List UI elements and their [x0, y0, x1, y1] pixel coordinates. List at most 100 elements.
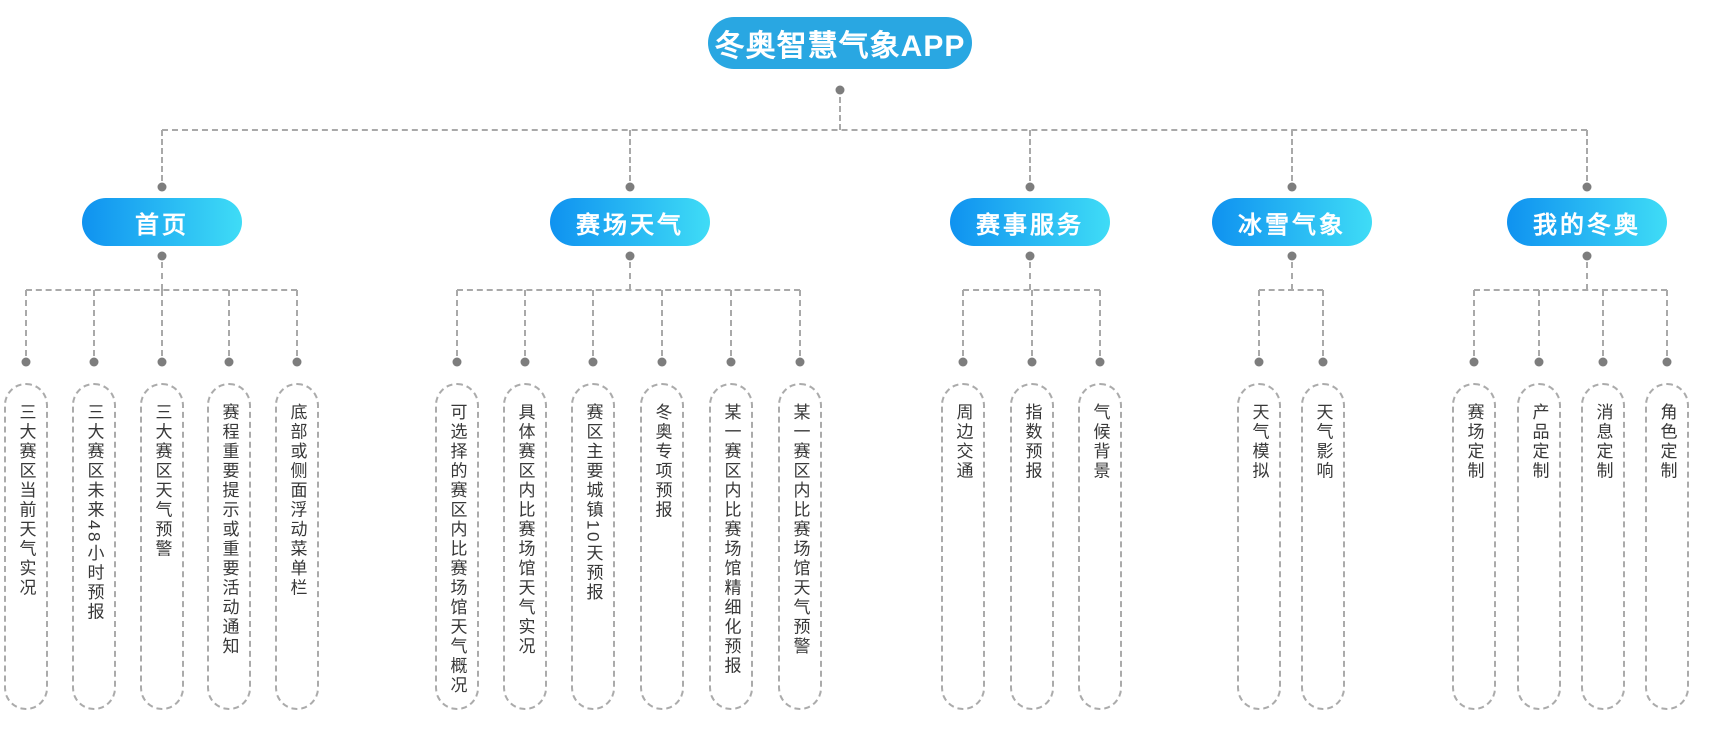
connector-dot [1534, 357, 1544, 367]
connector-dot [1469, 357, 1479, 367]
connector-vline [661, 290, 663, 356]
connector-hline [162, 129, 1587, 131]
leaf-node[interactable]: 具体赛区内比赛场馆天气实况 [503, 383, 547, 710]
leaf-label: 赛程重要提示或重要活动通知 [219, 403, 239, 657]
connector-dot [1662, 357, 1672, 367]
connector-vline [1099, 290, 1101, 356]
connector-vline [1586, 262, 1588, 290]
connector-vline [730, 290, 732, 356]
connector-vline [456, 290, 458, 356]
leaf-label: 三大赛区未来48小时预报 [84, 403, 104, 622]
connector-dot [157, 251, 167, 261]
leaf-node[interactable]: 底部或侧面浮动菜单栏 [275, 383, 319, 710]
leaf-label: 可选择的赛区内比赛场馆天气概况 [447, 403, 467, 696]
leaf-label: 冬奥专项预报 [652, 403, 672, 520]
branch-pill-snow-ice-weather[interactable]: 冰雪气象 [1212, 198, 1372, 246]
connector-vline [629, 130, 631, 181]
leaf-node[interactable]: 某一赛区内比赛场馆精细化预报 [709, 383, 753, 710]
connector-hline [1259, 289, 1323, 291]
leaf-label: 天气模拟 [1249, 403, 1269, 481]
leaf-label: 周边交通 [953, 403, 973, 481]
leaf-label: 某一赛区内比赛场馆天气预警 [790, 403, 810, 657]
connector-vline [1538, 290, 1540, 356]
leaf-label: 角色定制 [1657, 403, 1677, 481]
connector-vline [524, 290, 526, 356]
branch-pill-my-winter-olympics[interactable]: 我的冬奥 [1507, 198, 1667, 246]
leaf-node[interactable]: 天气影响 [1301, 383, 1345, 710]
connector-dot [21, 357, 31, 367]
leaf-node[interactable]: 赛区主要城镇10天预报 [571, 383, 615, 710]
leaf-label: 底部或侧面浮动菜单栏 [287, 403, 307, 598]
connector-dot [1582, 182, 1592, 192]
connector-dot [958, 357, 968, 367]
leaf-node[interactable]: 周边交通 [941, 383, 985, 710]
leaf-label: 产品定制 [1529, 403, 1549, 481]
connector-dot [1027, 357, 1037, 367]
leaf-label: 某一赛区内比赛场馆精细化预报 [721, 403, 741, 676]
connector-dot [1318, 357, 1328, 367]
connector-dot [292, 357, 302, 367]
branch-pill-venue-weather[interactable]: 赛场天气 [550, 198, 710, 246]
connector-vline [799, 290, 801, 356]
connector-dot [1025, 251, 1035, 261]
connector-vline [1029, 262, 1031, 290]
connector-dot [89, 357, 99, 367]
root-node[interactable]: 冬奥智慧气象APP [708, 17, 972, 69]
connector-vline [1666, 290, 1668, 356]
leaf-node[interactable]: 三大赛区未来48小时预报 [72, 383, 116, 710]
connector-vline [629, 262, 631, 290]
connector-dot [1598, 357, 1608, 367]
connector-vline [1586, 130, 1588, 181]
leaf-label: 消息定制 [1593, 403, 1613, 481]
connector-dot [1287, 182, 1297, 192]
leaf-node[interactable]: 冬奥专项预报 [640, 383, 684, 710]
connector-dot [625, 251, 635, 261]
leaf-node[interactable]: 指数预报 [1010, 383, 1054, 710]
connector-vline [1291, 130, 1293, 181]
leaf-node[interactable]: 角色定制 [1645, 383, 1689, 710]
connector-vline [228, 290, 230, 356]
leaf-node[interactable]: 天气模拟 [1237, 383, 1281, 710]
connector-dot [795, 357, 805, 367]
connector-vline [93, 290, 95, 356]
leaf-node[interactable]: 可选择的赛区内比赛场馆天气概况 [435, 383, 479, 710]
leaf-label: 赛区主要城镇10天预报 [583, 403, 603, 603]
connector-dot [625, 182, 635, 192]
connector-dot [224, 357, 234, 367]
branch-pill-home[interactable]: 首页 [82, 198, 242, 246]
leaf-node[interactable]: 三大赛区天气预警 [140, 383, 184, 710]
connector-vline [1602, 290, 1604, 356]
leaf-node[interactable]: 三大赛区当前天气实况 [4, 383, 48, 710]
leaf-label: 具体赛区内比赛场馆天气实况 [515, 403, 535, 657]
leaf-node[interactable]: 产品定制 [1517, 383, 1561, 710]
connector-vline [25, 290, 27, 356]
connector-vline [1473, 290, 1475, 356]
connector-hline [1474, 289, 1667, 291]
connector-vline [1031, 290, 1033, 356]
leaf-node[interactable]: 某一赛区内比赛场馆天气预警 [778, 383, 822, 710]
leaf-node[interactable]: 气候背景 [1078, 383, 1122, 710]
leaf-node[interactable]: 赛程重要提示或重要活动通知 [207, 383, 251, 710]
connector-dot [1025, 182, 1035, 192]
connector-dot [835, 85, 845, 95]
connector-dot [657, 357, 667, 367]
connector-dot [588, 357, 598, 367]
connector-dot [726, 357, 736, 367]
connector-vline [161, 290, 163, 356]
connector-dot [157, 357, 167, 367]
connector-dot [1095, 357, 1105, 367]
connector-dot [1582, 251, 1592, 261]
leaf-node[interactable]: 赛场定制 [1452, 383, 1496, 710]
connector-dot [1287, 251, 1297, 261]
leaf-label: 指数预报 [1022, 403, 1042, 481]
leaf-node[interactable]: 消息定制 [1581, 383, 1625, 710]
branch-pill-event-service[interactable]: 赛事服务 [950, 198, 1110, 246]
connector-vline [1258, 290, 1260, 356]
connector-dot [520, 357, 530, 367]
connector-vline [592, 290, 594, 356]
leaf-label: 赛场定制 [1464, 403, 1484, 481]
connector-vline [1029, 130, 1031, 181]
leaf-label: 气候背景 [1090, 403, 1110, 481]
leaf-label: 三大赛区天气预警 [152, 403, 172, 559]
